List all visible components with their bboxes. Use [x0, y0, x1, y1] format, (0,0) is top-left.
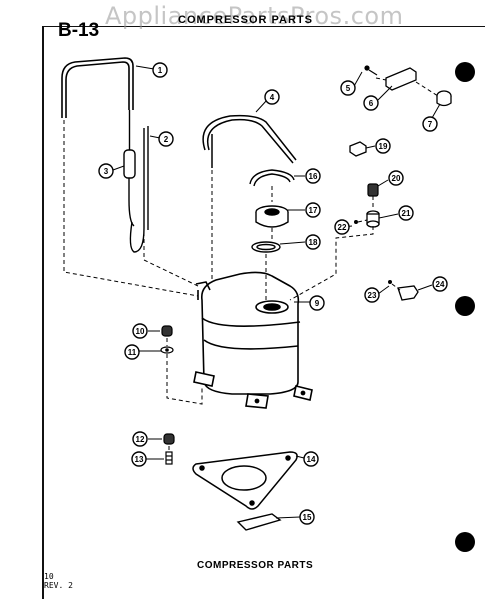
svg-text:21: 21 [402, 209, 411, 218]
callout-20: 20 [388, 170, 404, 186]
part-19-grommet [349, 141, 367, 157]
part-2-tube [129, 126, 149, 253]
page-number: 10 [44, 572, 54, 581]
svg-text:1: 1 [158, 66, 163, 75]
part-7-clamp [436, 90, 452, 107]
svg-text:6: 6 [369, 99, 374, 108]
callout-23: 23 [364, 287, 380, 303]
svg-text:9: 9 [315, 299, 320, 308]
svg-text:10: 10 [136, 327, 145, 336]
part-16-spring-clip [249, 169, 295, 187]
svg-text:24: 24 [436, 280, 445, 289]
callout-16: 16 [305, 168, 321, 184]
callout-6: 6 [363, 95, 379, 111]
page-code: B-13 [58, 20, 100, 41]
part-11-washer [160, 346, 174, 354]
part-22-screw [354, 220, 358, 224]
part-13-bolt [165, 451, 173, 465]
callout-24: 24 [432, 276, 448, 292]
part-4-coil-tube [202, 114, 297, 168]
svg-text:20: 20 [392, 174, 401, 183]
part-1-tube [61, 57, 134, 118]
svg-text:3: 3 [104, 167, 109, 176]
binder-hole-top [455, 62, 475, 82]
callout-19: 19 [375, 138, 391, 154]
svg-text:16: 16 [309, 172, 318, 181]
part-21-terminal-cap [366, 210, 380, 228]
callout-10: 10 [132, 323, 148, 339]
svg-text:19: 19 [379, 142, 388, 151]
svg-text:2: 2 [164, 135, 169, 144]
callout-14: 14 [303, 451, 319, 467]
part-12-grommet [163, 433, 175, 445]
binder-hole-middle [455, 296, 475, 316]
part-15-strip [236, 513, 282, 531]
callout-22: 22 [334, 219, 350, 235]
callout-13: 13 [131, 451, 147, 467]
callout-12: 12 [132, 431, 148, 447]
svg-text:15: 15 [303, 513, 312, 522]
callout-11: 11 [124, 344, 140, 360]
page-footer: 10 REV. 2 [44, 572, 73, 590]
part-18-gasket [251, 241, 281, 253]
svg-text:13: 13 [135, 455, 144, 464]
part-9-compressor [193, 271, 313, 409]
callout-18: 18 [305, 234, 321, 250]
part-5-screw [364, 65, 378, 76]
callout-4: 4 [264, 89, 280, 105]
part-17-overload [255, 205, 289, 228]
svg-text:23: 23 [368, 291, 377, 300]
callout-2: 2 [158, 131, 174, 147]
part-14-base-plate [192, 451, 298, 510]
callout-21: 21 [398, 205, 414, 221]
part-24-clip [397, 285, 419, 301]
svg-text:7: 7 [428, 120, 433, 129]
binder-hole-bottom [455, 532, 475, 552]
svg-text:5: 5 [346, 84, 351, 93]
svg-text:17: 17 [309, 206, 318, 215]
callout-7: 7 [422, 116, 438, 132]
callout-17: 17 [305, 202, 321, 218]
callout-15: 15 [299, 509, 315, 525]
page-frame [42, 26, 485, 599]
callout-8: 9 [309, 295, 325, 311]
part-3-drier [123, 110, 136, 227]
svg-text:12: 12 [136, 435, 145, 444]
svg-text:22: 22 [338, 223, 347, 232]
part-20-nut [367, 183, 379, 197]
callout-5: 5 [340, 80, 356, 96]
watermark: AppliancePartsPros.com [105, 2, 404, 30]
svg-text:18: 18 [309, 238, 318, 247]
svg-text:11: 11 [128, 348, 137, 357]
part-23-screw [388, 280, 392, 284]
svg-text:14: 14 [307, 455, 316, 464]
callout-1: 1 [152, 62, 168, 78]
assembly-guide-lines [63, 77, 439, 452]
svg-text:4: 4 [270, 93, 275, 102]
section-title: COMPRESSOR PARTS [178, 14, 313, 26]
part-6-bracket [385, 67, 417, 91]
callout-3: 3 [98, 163, 114, 179]
figure-caption: COMPRESSOR PARTS [197, 560, 314, 571]
part-10-grommet [161, 325, 173, 337]
revision-label: REV. 2 [44, 581, 73, 590]
